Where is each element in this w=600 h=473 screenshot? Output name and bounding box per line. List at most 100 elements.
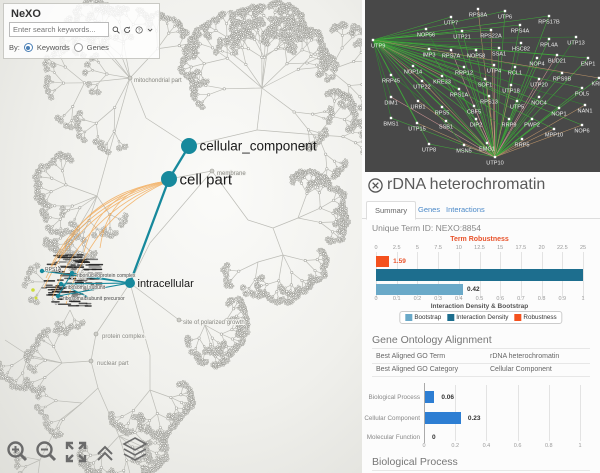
gene-node-KRE33: KRE33 bbox=[433, 80, 451, 86]
robustness-chart-title: Term Robustness bbox=[450, 236, 509, 243]
zoom-out-button[interactable] bbox=[35, 440, 57, 464]
gene-node-RPS4A: RPS4A bbox=[511, 29, 530, 35]
gene-node-EMG1: EMG1 bbox=[479, 147, 495, 153]
gene-node-NAN1: NAN1 bbox=[578, 109, 593, 115]
gene-node-DIP2: DIP2 bbox=[470, 123, 482, 129]
close-icon[interactable] bbox=[368, 177, 383, 193]
gene-node-UTP22: UTP22 bbox=[413, 85, 430, 91]
layers-button[interactable] bbox=[122, 436, 148, 464]
robustness-value: 1.59 bbox=[393, 258, 406, 265]
gene-node-UTP21: UTP21 bbox=[453, 35, 470, 41]
gene-node-SOF1: SOF1 bbox=[478, 83, 493, 89]
tree-label-nuclear-part: nuclear part bbox=[97, 361, 129, 367]
gene-node-UTP8: UTP8 bbox=[422, 148, 436, 154]
go-chart-bar bbox=[425, 412, 461, 424]
gene-node-RRP9: RRP9 bbox=[502, 123, 517, 129]
chevron-down-icon[interactable] bbox=[146, 25, 154, 35]
gene-node-PWP2: PWP2 bbox=[524, 123, 540, 129]
gene-node-RPL4A: RPL4A bbox=[540, 43, 558, 49]
go-chart-value: 0.06 bbox=[441, 394, 455, 401]
gene-node-RRP12: RRP12 bbox=[455, 71, 473, 77]
search-input[interactable] bbox=[9, 22, 109, 37]
gene-node-NOP14: NOP14 bbox=[404, 70, 422, 76]
go-row-label: Best Aligned GO Category bbox=[376, 366, 459, 373]
search-icon[interactable] bbox=[112, 25, 120, 35]
biological-process-header: Biological Process bbox=[372, 456, 458, 468]
fit-view-button[interactable] bbox=[64, 440, 88, 464]
gene-node-RPS22A: RPS22A bbox=[480, 34, 502, 40]
help-icon[interactable]: ? bbox=[135, 25, 143, 35]
gene-node-RPS7A: RPS7A bbox=[442, 54, 461, 60]
zoom-in-button[interactable] bbox=[6, 440, 28, 464]
gene-node-MPP10: MPP10 bbox=[545, 133, 563, 139]
gene-node-UTP5: UTP5 bbox=[510, 105, 524, 111]
gene-node-UTP20: UTP20 bbox=[530, 83, 547, 89]
radio-keywords[interactable] bbox=[23, 43, 33, 52]
gene-node-UTP18: UTP18 bbox=[502, 89, 519, 95]
gene-node-UTP15: UTP15 bbox=[408, 127, 425, 133]
search-mode-row: By: Keywords Genes bbox=[9, 43, 154, 52]
app-title: NeXO bbox=[11, 8, 41, 20]
gene-node-UTP10: UTP10 bbox=[486, 161, 503, 167]
gene-node-URB1: URB1 bbox=[411, 105, 426, 111]
radio-keywords-label: Keywords bbox=[36, 43, 70, 52]
radio-genes-label: Genes bbox=[86, 43, 109, 52]
gene-node-POL5: POL5 bbox=[575, 92, 589, 98]
tab-summary[interactable]: Summary bbox=[366, 201, 417, 220]
gene-node-MSN5: MSN5 bbox=[456, 149, 472, 155]
go-chart-category: Cellular Component bbox=[364, 415, 420, 422]
gene-node-BUD21: BUD21 bbox=[548, 59, 566, 65]
gene-node-RRP45: RRP45 bbox=[382, 79, 400, 85]
map-controls bbox=[6, 436, 148, 464]
go-row-label: Best Aligned GO Term bbox=[376, 353, 446, 360]
gene-node-BMS1: BMS1 bbox=[383, 122, 398, 128]
gene-node-SSA1: SSA1 bbox=[492, 52, 506, 58]
tree-node-label-cell-part: cell part bbox=[180, 171, 233, 188]
gene-node-RRP5: RRP5 bbox=[515, 143, 530, 149]
gene-node-NOP58: NOP58 bbox=[467, 54, 485, 60]
gene-node-SSB1: SSB1 bbox=[439, 125, 453, 131]
tree-node-label-cellular_component: cellular_component bbox=[200, 139, 317, 154]
go-alignment-header: Gene Ontology Alignment bbox=[372, 334, 492, 346]
go-chart-value: 0 bbox=[432, 434, 436, 441]
tree-node-label-intracellular: intracellular bbox=[138, 278, 195, 290]
gene-node-KRR1: KRR1 bbox=[592, 82, 600, 88]
collapse-up-button[interactable] bbox=[95, 440, 115, 464]
go-chart-value: 0.23 bbox=[467, 415, 481, 422]
gene-node-NOP1: NOP1 bbox=[551, 112, 566, 118]
gene-node-DIM1: DIM1 bbox=[384, 101, 397, 107]
tree-label-mitochondrial-part: mitochondrial part bbox=[134, 78, 182, 84]
gene-node-RPS8A: RPS8A bbox=[469, 13, 488, 19]
tree-label-membrane: membrane bbox=[217, 171, 246, 177]
gene-node-UTP7: UTP7 bbox=[444, 21, 458, 27]
gene-node-NOC4: NOC4 bbox=[531, 101, 547, 107]
gene-node-RPS17B: RPS17B bbox=[538, 20, 560, 26]
gene-node-NOP6: NOP6 bbox=[574, 129, 589, 135]
refresh-icon[interactable] bbox=[123, 25, 131, 35]
robustness-bar bbox=[376, 256, 390, 267]
gene-node-ENP1: ENP1 bbox=[581, 62, 596, 68]
radio-genes[interactable] bbox=[73, 43, 83, 52]
unique-term-id: Unique Term ID: NEXO:8854 bbox=[372, 223, 481, 233]
search-panel: NeXO ? By: Keywords Genes bbox=[3, 3, 160, 59]
tree-label-site-of-polarized-growth: site of polarized growth bbox=[183, 320, 245, 326]
go-chart-bar bbox=[425, 391, 435, 403]
details-tabs: Summary Genes Interactions bbox=[362, 201, 600, 220]
tab-genes[interactable]: Genes bbox=[418, 205, 441, 214]
gene-node-UTP6: UTP6 bbox=[498, 15, 512, 21]
gene-node-HSC82: HSC82 bbox=[512, 47, 530, 53]
bottom-axis-label: Interaction Density & Bootstrap bbox=[430, 303, 529, 310]
gene-node-RPS9B: RPS9B bbox=[553, 77, 572, 83]
gene-node-RPS1A: RPS1A bbox=[450, 93, 469, 99]
gene-node-RPS13: RPS13 bbox=[480, 100, 498, 106]
by-label: By: bbox=[9, 43, 20, 52]
go-row-value: rDNA heterochromatin bbox=[490, 353, 560, 360]
tab-interactions[interactable]: Interactions bbox=[446, 205, 485, 214]
go-chart-category: Molecular Function bbox=[366, 434, 420, 441]
gene-node-UTP9: UTP9 bbox=[371, 44, 385, 50]
